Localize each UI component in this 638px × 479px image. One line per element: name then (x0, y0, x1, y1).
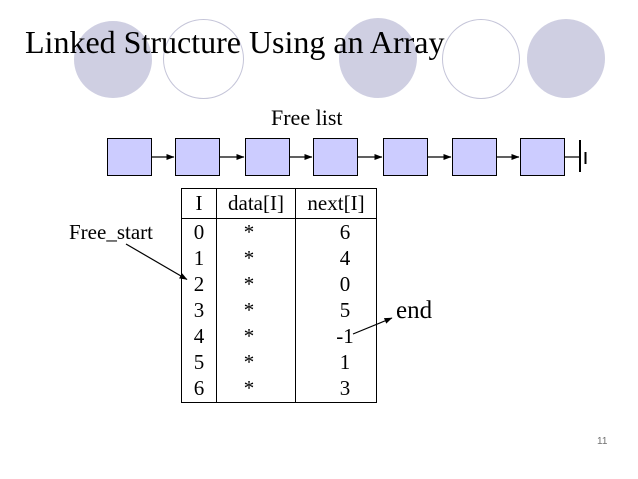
table-row: 1 * 4 (181, 245, 377, 272)
decorative-circle-filled-2 (339, 18, 417, 98)
table-row: 5 * 1 (181, 349, 377, 376)
cell-next: 6 (339, 219, 351, 244)
header-next: next[I] (295, 188, 377, 219)
cell-next: 5 (339, 297, 351, 322)
free-list-node (313, 138, 358, 176)
table-row: 6 * 3 (181, 375, 377, 403)
free-list-node (383, 138, 428, 176)
table-row: 4 * -1 (181, 323, 377, 350)
free-list-node (175, 138, 220, 176)
end-arrow (352, 317, 393, 335)
cell-i: 2 (181, 271, 217, 298)
cell-i: 1 (181, 245, 217, 272)
free-list-caption: Free list (271, 105, 343, 130)
decorative-circle-outline-1 (163, 19, 244, 99)
header-data: data[I] (216, 188, 296, 219)
free-list-node (245, 138, 290, 176)
cell-next: 0 (339, 271, 351, 296)
decorative-circle-outline-2 (442, 19, 520, 99)
cell-i: 5 (181, 349, 217, 376)
cell-i: 3 (181, 297, 217, 324)
cell-i: 4 (181, 323, 217, 350)
free-list-node (107, 138, 152, 176)
header-i: I (181, 188, 217, 219)
cell-data: * (216, 323, 296, 350)
table-row: 0 * 6 (181, 218, 377, 246)
free-list-node (520, 138, 565, 176)
slide-title: Linked Structure Using an Array (25, 24, 445, 60)
free-start-label: Free_start (69, 220, 153, 244)
cell-data: * (216, 245, 296, 272)
table-row: 2 * 0 (181, 271, 377, 298)
cell-i: 0 (181, 218, 217, 246)
page-number: 11 (597, 436, 608, 447)
decorative-circle-filled-3 (527, 19, 605, 98)
end-label: end (396, 297, 433, 324)
free-start-arrow (125, 243, 188, 281)
decorative-circle-filled-1 (74, 21, 152, 98)
cell-data: * (216, 297, 296, 324)
free-list-node (452, 138, 497, 176)
cell-next: 1 (339, 350, 351, 375)
cell-data: * (216, 218, 296, 246)
cell-next: -1 (336, 324, 354, 349)
cell-data: * (216, 375, 296, 403)
array-table: I data[I] next[I] 0 * 6 1 * 4 2 * 0 3 (181, 188, 377, 403)
table-row: 3 * 5 (181, 297, 377, 324)
cell-data: * (216, 271, 296, 298)
table-header-row: I data[I] next[I] (181, 188, 377, 219)
cell-i: 6 (181, 375, 217, 403)
cell-data: * (216, 349, 296, 376)
cell-next: 3 (339, 376, 351, 401)
cell-next: 4 (339, 245, 351, 270)
